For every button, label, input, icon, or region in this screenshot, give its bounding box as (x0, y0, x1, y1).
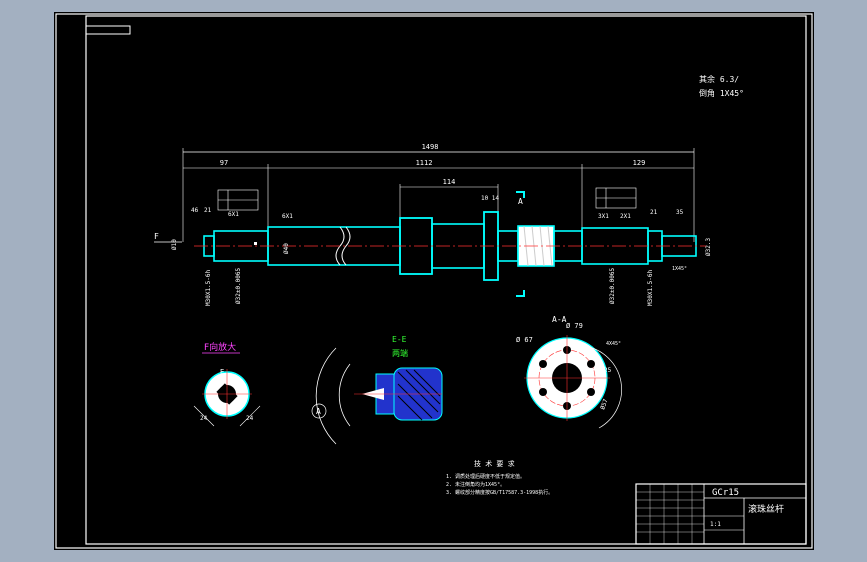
aa-phi79: Ø 79 (566, 322, 583, 330)
shaft-main-view: 1498 97 1112 129 114 10 14 46 21 6X1 6X1 (154, 143, 712, 306)
technical-requirements: 技 术 要 求 1. 调质处理后硬度不低于规定值。 2. 未注倒角均为1X45°… (446, 459, 553, 496)
dim-6x1-b: 6X1 (282, 213, 293, 220)
dim-phi10: Ø10 (171, 239, 178, 250)
drawing-canvas[interactable]: 其余 6.3/ 倒角 1X45° 1498 97 1112 129 (54, 12, 814, 550)
dim-97: 97 (220, 159, 228, 167)
scale-label: 1:1 (710, 521, 721, 528)
dim-6x1-a: 6X1 (228, 211, 239, 218)
dim-21-right: 21 (650, 209, 658, 216)
dim-46: 46 (191, 207, 199, 214)
e-e-section: E-E 两端 A (311, 335, 443, 445)
dim-3x1: 3X1 (598, 213, 609, 220)
dim-114: 114 (443, 178, 456, 186)
dim-thread-right: M30X1.5-6h (647, 269, 654, 306)
f-view-title: F向放大 (204, 341, 236, 353)
dim-thread-left: M30X1.5-6h (205, 269, 212, 306)
chamfer-note: 倒角 1X45° (699, 88, 744, 98)
ee-title: E-E (392, 335, 407, 344)
part-name-label: 滚珠丝杆 (748, 503, 784, 515)
chamfer-tag: 1X45° (672, 266, 687, 272)
outer-frame (55, 13, 813, 549)
dim-21-left: 21 (204, 207, 212, 214)
tech-line-2: 2. 未注倒角均为1X45°。 (446, 481, 505, 488)
f-view-24a: 24 (200, 415, 208, 422)
dim-2x1: 2X1 (620, 213, 631, 220)
section-a-mark: A (518, 197, 523, 206)
a-a-section: A-A Ø 67 Ø 79 25 Ø57 4X45° (516, 315, 622, 429)
svg-text:F: F (154, 232, 159, 241)
dim-35: 35 (676, 209, 684, 216)
title-block: GCr15 滚珠丝杆 1:1 (635, 483, 807, 545)
tech-title: 技 术 要 求 (474, 459, 515, 468)
tech-line-3: 3. 螺纹部分精度按GB/T17587.3-1998执行。 (446, 489, 553, 496)
dim-10-14: 10 14 (481, 195, 499, 202)
dim-phi32-end: Ø32.3 (705, 238, 712, 256)
aa-tag: 4X45° (606, 341, 621, 347)
aa-phi67: Ø 67 (516, 336, 533, 344)
dim-overall: 1498 (422, 143, 439, 151)
dim-129: 129 (633, 159, 646, 167)
dim-phi32-right: Ø32±0.0065 (609, 267, 616, 304)
f-view-e: E (220, 368, 224, 376)
inner-frame (85, 15, 807, 545)
material-label: GCr15 (712, 488, 739, 498)
f-view-24b: 24 (246, 415, 254, 422)
dim-phi40: Ø40 (283, 243, 290, 254)
drawing-sheet[interactable]: 其余 6.3/ 倒角 1X45° 1498 97 1112 129 (54, 12, 814, 550)
tech-line-1: 1. 调质处理后硬度不低于规定值。 (446, 473, 525, 480)
ee-a-mark: A (316, 407, 321, 416)
aa-25: 25 (604, 367, 612, 374)
dim-phi32-left: Ø32±0.0065 (235, 267, 242, 304)
corner-tag-box (85, 25, 131, 35)
aa-phi57: Ø57 (599, 398, 609, 411)
f-view-detail: F向放大 E 24 24 (193, 341, 261, 427)
dim-1112: 1112 (416, 159, 433, 167)
roughness-note: 其余 6.3/ (699, 74, 739, 84)
ee-subtitle: 两端 (392, 348, 408, 358)
aa-title: A-A (552, 315, 567, 324)
